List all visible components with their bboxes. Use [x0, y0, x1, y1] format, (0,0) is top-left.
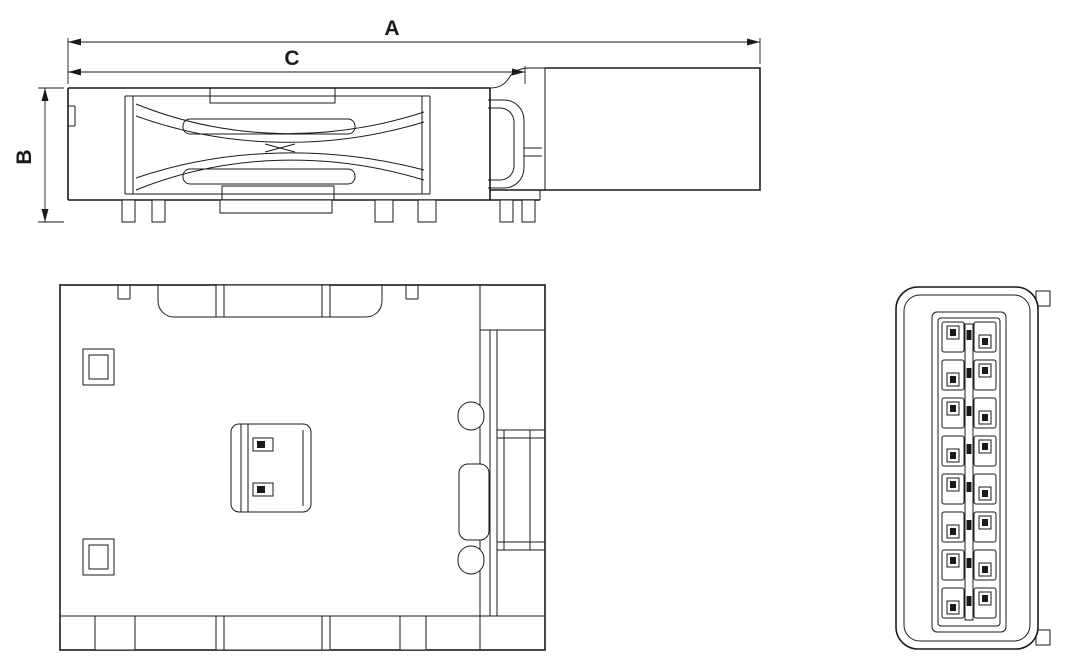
dimension-b-label: B: [13, 149, 36, 164]
cable-boot: [490, 67, 761, 191]
contact-housing: [931, 311, 1007, 633]
shell-outline: [67, 87, 541, 223]
dimension-c: C: [68, 47, 526, 84]
dimension-a-label: A: [384, 17, 399, 40]
contact-grid: [941, 321, 997, 621]
dimension-a: A: [67, 17, 761, 84]
dimension-c-label: C: [284, 47, 299, 70]
latch-detail: [488, 67, 545, 189]
bottom-tabs: [60, 615, 480, 651]
crimp-detail: [124, 95, 431, 195]
right-interface: [457, 285, 545, 650]
dimension-b: B: [13, 87, 64, 223]
mount-hole-bottom: [82, 538, 115, 576]
center-component: [230, 423, 312, 513]
side-view: A C B: [13, 17, 761, 223]
plan-view: [59, 284, 546, 651]
end-view: [895, 286, 1051, 650]
shell-outer: [895, 286, 1039, 650]
top-tab: [215, 284, 331, 318]
mount-hole-top: [82, 348, 115, 386]
